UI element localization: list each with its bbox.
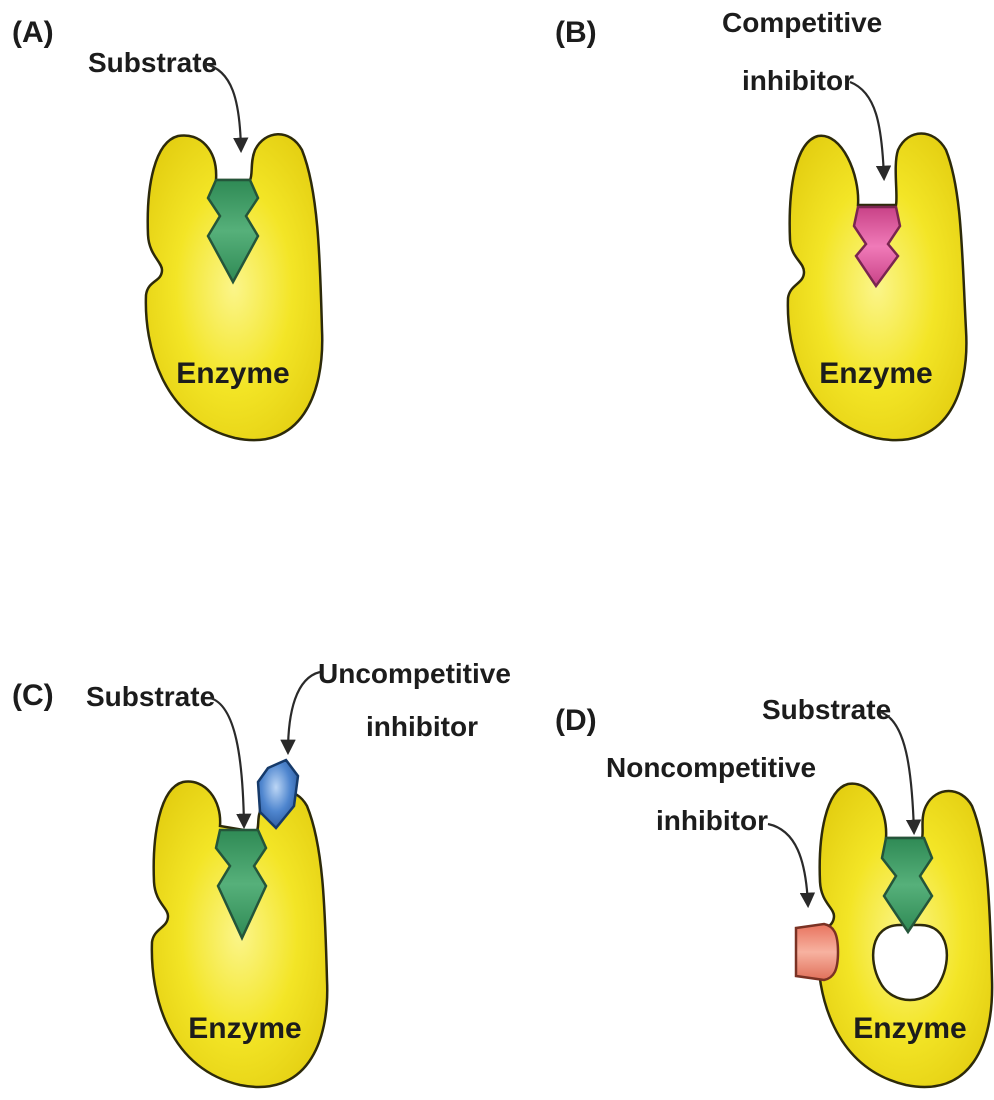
panel-d-tag: (D) xyxy=(555,704,597,737)
panel-d-enzyme-label: Enzyme xyxy=(853,1012,966,1045)
panel-d-inhibitor-arrow xyxy=(768,824,808,905)
panel-d-inhibitor-label-line2: inhibitor xyxy=(656,805,768,836)
panel-c: (C) Substrate Uncompetitive inhibitor En… xyxy=(12,658,511,1087)
panel-b-tag: (B) xyxy=(555,16,597,49)
panel-b: (B) Competitive inhibitor Enzyme xyxy=(555,7,966,440)
panel-c-inhibitor-label-line1: Uncompetitive xyxy=(318,658,511,689)
panel-d-inhibitor-label-line1: Noncompetitive xyxy=(606,752,816,783)
panel-c-enzyme-label: Enzyme xyxy=(188,1012,301,1045)
panel-d-noncompetitive-inhibitor xyxy=(796,924,838,980)
panel-b-enzyme xyxy=(788,134,967,441)
panel-a: (A) Substrate Enzyme xyxy=(12,16,322,440)
panel-d-substrate-arrow xyxy=(880,712,914,832)
panel-d-substrate-label: Substrate xyxy=(762,694,891,725)
panel-a-tag: (A) xyxy=(12,16,54,49)
panel-a-enzyme-label: Enzyme xyxy=(176,357,289,390)
panel-b-inhibitor-label-line2: inhibitor xyxy=(742,65,854,96)
panel-b-inhibitor-arrow xyxy=(850,82,884,178)
panel-c-substrate-label: Substrate xyxy=(86,681,215,712)
panel-b-inhibitor-label-line1: Competitive xyxy=(722,7,882,38)
panel-b-enzyme-label: Enzyme xyxy=(819,357,932,390)
panel-c-inhibitor-arrow xyxy=(288,672,320,752)
panel-d: (D) Substrate Noncompetitive inhibitor E… xyxy=(555,694,992,1087)
panel-c-tag: (C) xyxy=(12,679,54,712)
panel-a-substrate-label: Substrate xyxy=(88,47,217,78)
panel-c-inhibitor-label-line2: inhibitor xyxy=(366,711,478,742)
